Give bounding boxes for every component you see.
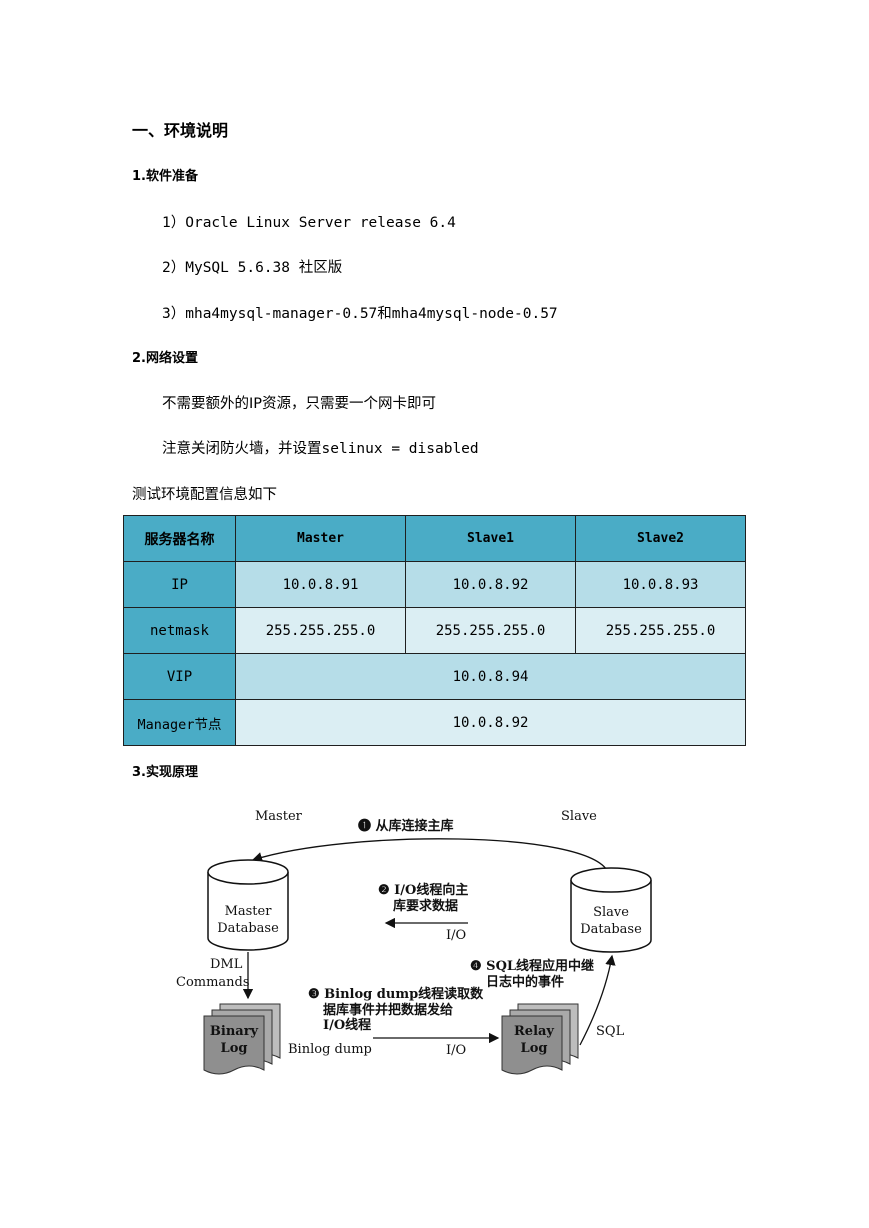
step1-label: ❶ 从库连接主库 <box>358 818 454 834</box>
cell-netmask-slave1: 255.255.255.0 <box>405 607 576 654</box>
network-line-2: 注意关闭防火墙，并设置selinux = disabled <box>162 441 479 457</box>
principle-heading: 3.实现原理 <box>132 765 198 780</box>
cell-manager: 10.0.8.92 <box>235 699 746 746</box>
network-heading: 2.网络设置 <box>132 351 198 366</box>
relay-log-text-2: Log <box>521 1041 548 1056</box>
slave-label: Slave <box>561 809 597 824</box>
io-label-bottom: I/O <box>446 1043 466 1058</box>
dml-label-2: Commands <box>176 975 250 990</box>
cell-netmask-slave2: 255.255.255.0 <box>575 607 746 654</box>
sql-apply-arrow <box>579 954 616 1046</box>
row-label-ip: IP <box>123 561 236 608</box>
step3-label-3: I/O线程 <box>323 1017 371 1033</box>
master-db-text-1: Master <box>225 904 273 919</box>
row-label-netmask: netmask <box>123 607 236 654</box>
binary-log-text-2: Log <box>221 1041 248 1056</box>
table-row: VIP 10.0.8.94 <box>123 653 746 700</box>
step2-label-1: ❷ I/O线程向主 <box>378 882 468 898</box>
slave-db-text-1: Slave <box>593 905 629 920</box>
header-slave1: Slave1 <box>405 515 576 562</box>
software-item-2: 2）MySQL 5.6.38 社区版 <box>162 260 343 276</box>
cell-ip-master: 10.0.8.91 <box>235 561 406 608</box>
row-label-vip: VIP <box>123 653 236 700</box>
header-master: Master <box>235 515 406 562</box>
sql-label: SQL <box>596 1024 625 1039</box>
connect-arrow <box>251 838 609 873</box>
software-item-3: 3）mha4mysql-manager-0.57和mha4mysql-node-… <box>162 306 558 322</box>
row-label-manager: Manager节点 <box>123 699 236 746</box>
dml-label-1: DML <box>210 957 243 972</box>
step3-label-1: ❸ Binlog dump线程读取数 <box>308 986 484 1002</box>
step4-label-1: ❹ SQL线程应用中继 <box>470 958 594 974</box>
master-db-text-2: Database <box>217 921 279 936</box>
table-row: IP 10.0.8.91 10.0.8.92 10.0.8.93 <box>123 561 746 608</box>
section-title: 一、环境说明 <box>132 121 229 140</box>
software-heading: 1.软件准备 <box>132 169 198 184</box>
cell-ip-slave2: 10.0.8.93 <box>575 561 746 608</box>
binary-log-text-1: Binary <box>210 1024 259 1039</box>
step2-label-2: 库要求数据 <box>393 898 458 914</box>
slave-database-icon <box>570 867 652 953</box>
relay-log-icon <box>501 1003 579 1075</box>
binary-log-icon <box>203 1003 281 1075</box>
software-item-1: 1）Oracle Linux Server release 6.4 <box>162 215 456 231</box>
network-line-1: 不需要额外的IP资源，只需要一个网卡即可 <box>162 396 437 412</box>
table-header-row: 服务器名称 Master Slave1 Slave2 <box>123 515 746 562</box>
replication-diagram: Master Slave ❶ 从库连接主库 Master Database Sl… <box>176 809 652 1075</box>
header-server-name: 服务器名称 <box>123 515 236 562</box>
cell-netmask-master: 255.255.255.0 <box>235 607 406 654</box>
step4-label-2: 日志中的事件 <box>486 974 564 990</box>
master-database-icon <box>207 859 289 951</box>
step3-label-2: 据库事件并把数据发给 <box>323 1002 453 1018</box>
slave-db-text-2: Database <box>580 922 642 937</box>
table-caption: 测试环境配置信息如下 <box>132 487 277 503</box>
header-slave2: Slave2 <box>575 515 746 562</box>
master-label: Master <box>255 809 303 824</box>
binlog-dump-label: Binlog dump <box>288 1042 372 1057</box>
relay-log-text-1: Relay <box>514 1024 554 1039</box>
cell-vip: 10.0.8.94 <box>235 653 746 700</box>
table-row: netmask 255.255.255.0 255.255.255.0 255.… <box>123 607 746 654</box>
io-label-top: I/O <box>446 928 466 943</box>
cell-ip-slave1: 10.0.8.92 <box>405 561 576 608</box>
table-row: Manager节点 10.0.8.92 <box>123 699 746 746</box>
environment-table: 服务器名称 Master Slave1 Slave2 IP 10.0.8.91 … <box>123 515 746 746</box>
